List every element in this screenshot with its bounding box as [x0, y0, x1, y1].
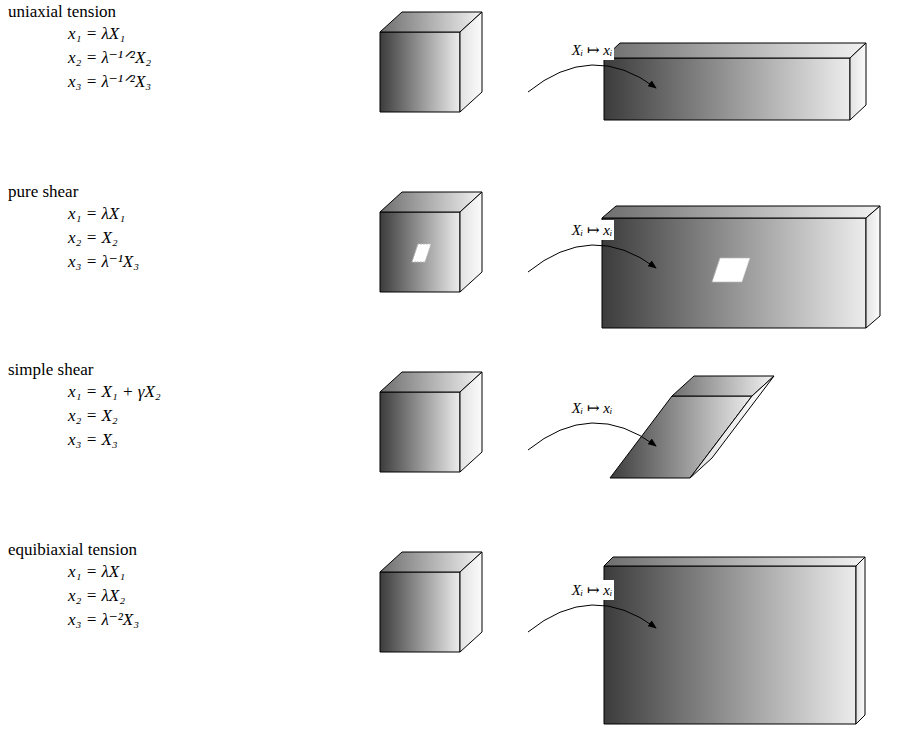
equation: x₂ = λX₂ [68, 586, 125, 606]
equation: x₂ = X₂ [68, 228, 118, 248]
stretched-bar [604, 43, 866, 120]
mapping-arrow [528, 423, 656, 450]
section-heading: equibiaxial tension [8, 540, 137, 560]
undeformed-cube [380, 552, 482, 652]
equation: x₃ = λ⁻²X₃ [68, 610, 139, 630]
thin-sheet [604, 557, 865, 724]
mapping-arrow [528, 245, 656, 272]
sheared-block [610, 376, 774, 478]
equation: x₁ = λX₁ [68, 562, 125, 582]
mapping-label: Xᵢ ↦ xᵢ [570, 40, 615, 60]
pure-shear-block [602, 206, 880, 328]
equation: x₃ = λ⁻¹ᐟ²X₃ [68, 72, 151, 92]
section-heading: simple shear [8, 360, 93, 380]
undeformed-cube [380, 12, 482, 112]
undeformed-cube [380, 192, 482, 292]
equation: x₁ = λX₁ [68, 24, 125, 44]
equation: x₃ = X₃ [68, 430, 118, 450]
equation: x₁ = λX₁ [68, 204, 125, 224]
equation: x₁ = X₁ + γX₂ [68, 382, 161, 402]
mapping-label: Xᵢ ↦ xᵢ [570, 220, 615, 240]
mapping-label: Xᵢ ↦ xᵢ [570, 398, 615, 418]
mapping-arrow [528, 605, 656, 632]
section-heading: pure shear [8, 182, 78, 202]
mapping-arrow [528, 65, 656, 92]
equation: x₂ = X₂ [68, 406, 118, 426]
equation: x₃ = λ⁻¹X₃ [68, 252, 139, 272]
undeformed-cube [380, 372, 482, 472]
mapping-label: Xᵢ ↦ xᵢ [570, 580, 615, 600]
section-heading: uniaxial tension [8, 2, 116, 22]
equation: x₂ = λ⁻¹ᐟ²X₂ [68, 48, 151, 68]
